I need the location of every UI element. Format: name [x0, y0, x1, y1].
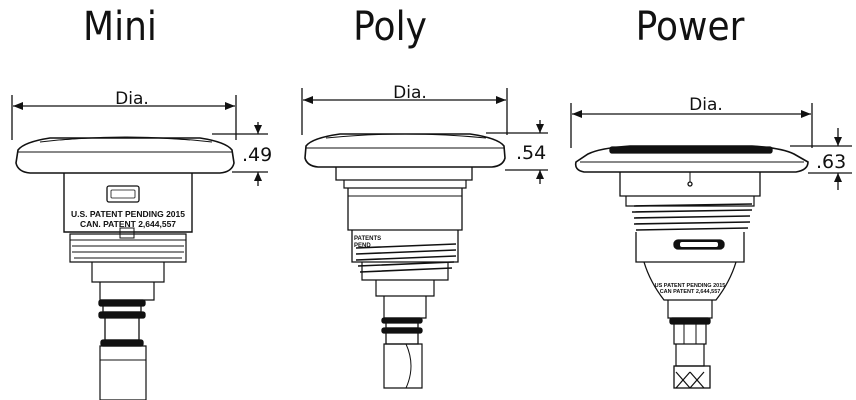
power-height-label: .63: [816, 151, 846, 173]
mini-dia-dimension: Dia.: [11, 89, 237, 140]
mini-height-dimension: .49: [212, 122, 272, 186]
power-mark-line2: CAN PATENT 2,644,557: [660, 289, 721, 295]
mini-patent-line2: CAN. PATENT 2,644,557: [80, 219, 176, 229]
poly-mark-line1: PATENTS: [354, 236, 381, 242]
poly-jet: Dia. .54 PATENTS PEND: [301, 83, 548, 389]
mini-height-label: .49: [242, 144, 272, 166]
mini-jet: Dia. .49 U.S. PATENT PENDING 2015 CAN. P…: [11, 89, 272, 400]
title-poly: Poly: [353, 4, 427, 50]
mini-patent-line1: U.S. PATENT PENDING 2015: [71, 209, 185, 219]
power-jet: Dia. .63 US PATENT PENDING 2015 CAN PATE…: [570, 95, 852, 389]
poly-dia-dimension: Dia.: [301, 83, 508, 135]
power-mark-line1: US PATENT PENDING 2015: [655, 283, 726, 289]
power-dia-dimension: Dia.: [570, 95, 813, 148]
poly-height-dimension: .54: [486, 120, 548, 184]
poly-height-label: .54: [516, 142, 546, 164]
title-mini: Mini: [83, 4, 157, 50]
power-dia-label: Dia.: [689, 95, 723, 115]
mini-dia-label: Dia.: [115, 89, 149, 109]
poly-dia-label: Dia.: [393, 83, 427, 103]
title-power: Power: [635, 4, 745, 50]
power-height-dimension: .63: [790, 128, 852, 190]
poly-mark-line2: PEND: [354, 243, 371, 249]
